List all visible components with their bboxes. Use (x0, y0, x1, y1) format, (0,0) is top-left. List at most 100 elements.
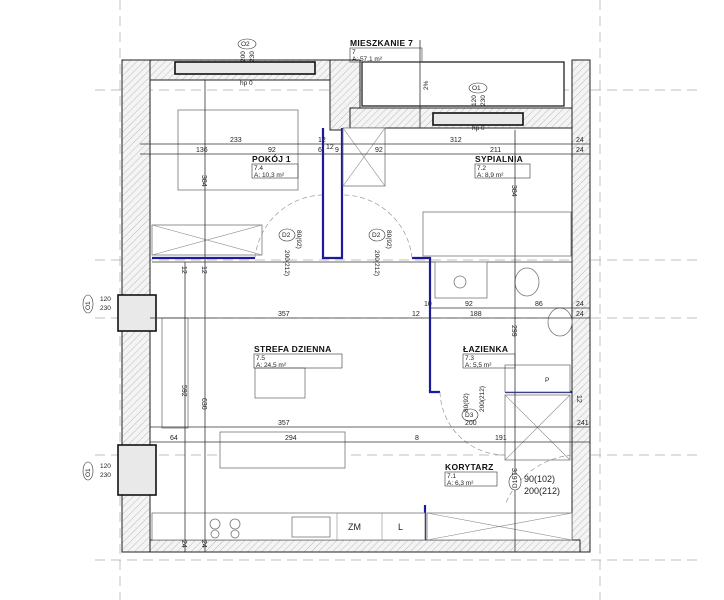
dim: 357 (278, 311, 290, 318)
dim: 8 (415, 435, 419, 442)
dim: 319 (510, 468, 517, 480)
dim: 357 (278, 420, 290, 427)
room-label-strefa-dzienna: STREFA DZIENNA 7.5 A: 24,5 m² (253, 344, 343, 369)
door-swings (254, 194, 573, 506)
dim: 12 (180, 266, 187, 274)
door-tag-d3: D3 80(92) 200(212) (461, 386, 486, 422)
door-height: 200(212) (373, 250, 380, 276)
dim: 64 (170, 435, 178, 442)
door-tag: D2 (372, 232, 381, 239)
door-tag: D3 (465, 412, 474, 419)
dim: 630 (200, 398, 207, 410)
cabinet-p (504, 364, 571, 393)
dim: 12 (575, 395, 582, 403)
dim: 200 (465, 420, 477, 427)
room-area: A: 24,5 m² (256, 362, 287, 369)
room-area: A: 5,5 m² (465, 362, 492, 369)
dim: 592 (180, 385, 187, 397)
window-sill: hp 0 (240, 80, 253, 87)
dim: 9 (335, 147, 339, 154)
dim: 24 (576, 137, 584, 144)
room-name: KORYTARZ (445, 462, 494, 472)
dim: 24 (576, 311, 584, 318)
dim: 191 (495, 435, 507, 442)
door-tag-d2-pokoj: D2 200(212) 80(92) (278, 228, 302, 276)
kitchen-counter (151, 512, 426, 541)
dim: 12 (318, 137, 326, 144)
door-tag: D2 (282, 232, 291, 239)
room-label-pokoj: POKÓJ 1 7.4 A: 10,3 m² (251, 153, 299, 179)
dim: 12 (326, 144, 334, 151)
door-height: 200(212) (479, 386, 486, 412)
room-number: 7.4 (254, 165, 263, 172)
dim: 188 (470, 311, 482, 318)
dim: 211 (490, 147, 501, 154)
cabinet-label: P (545, 377, 549, 384)
dim: 92 (268, 147, 276, 154)
fridge-label: ZM (348, 522, 361, 532)
dim: 24 (200, 540, 207, 548)
toilet (514, 267, 540, 297)
dim: 24 (576, 301, 584, 308)
window-tag-o2: O2 200 230 hp 0 (237, 38, 257, 87)
window-sill: hp 0 (472, 125, 485, 132)
window-tag-o1-top: O1 120 230 hp 0 (468, 82, 488, 132)
exterior-walls (117, 59, 591, 553)
apartment-label: MIESZKANIE 7 7 A: 57,1 m² 2% (349, 38, 430, 90)
door-height: 200(212) (283, 250, 290, 276)
window-o1-top (432, 112, 524, 126)
washer-label: L (398, 522, 403, 532)
dim: 12 (200, 266, 207, 274)
furniture (151, 109, 573, 541)
room-area: A: 6,3 m² (447, 480, 474, 487)
dim: 10 (424, 301, 432, 308)
sink (291, 516, 331, 538)
dim: 24 (576, 147, 584, 154)
room-name: STREFA DZIENNA (254, 344, 332, 354)
dim: 6 (318, 147, 322, 154)
door-width: 90(102) (524, 474, 555, 484)
room-number: 7.3 (465, 355, 474, 362)
door-tag: D1 (512, 479, 519, 488)
window-tag: O1 (472, 85, 481, 92)
dimension-lines (140, 40, 590, 552)
door-width: 80(92) (385, 230, 392, 249)
window-tag-o1-left-lower: O1 120 230 (82, 461, 111, 481)
dimension-texts: 233 12 312 24 136 92 6 12 9 92 211 24 35… (170, 137, 589, 548)
room-number: 7.5 (256, 355, 265, 362)
room-name: ŁAZIENKA (463, 344, 508, 354)
dim: 24 (180, 540, 187, 548)
dim: 92 (465, 301, 473, 308)
window-height: 230 (249, 51, 256, 62)
window-width: 120 (100, 296, 111, 303)
bed-pokoj (177, 109, 299, 191)
bed-sypialnia (422, 211, 572, 257)
apartment-title: MIESZKANIE 7 (350, 38, 413, 48)
room-label-sypialnia: SYPIALNIA 7.2 A: 8,9 m² (474, 154, 531, 179)
dim: 312 (450, 137, 462, 144)
door-tag-d2-sypialnia: D2 200(212) 80(92) (368, 228, 392, 276)
balcony-recess (361, 61, 565, 107)
slope-label: 2% (423, 80, 430, 90)
window-height: 230 (100, 472, 111, 479)
sofa (161, 317, 189, 429)
dining-table (219, 431, 346, 469)
room-label-korytarz: KORYTARZ 7.1 A: 6,3 m² (444, 462, 498, 487)
window-tag: O1 (85, 468, 92, 477)
room-area: A: 8,9 m² (477, 172, 504, 179)
door-tag-d1: D1 90(102) 200(212) (508, 473, 560, 496)
door-width: 80(92) (295, 230, 302, 249)
dim: 384 (200, 175, 207, 187)
window-o1-left-upper (117, 294, 157, 332)
apartment-number: 7 (352, 49, 356, 56)
door-width: 80(92) (463, 393, 470, 412)
dim: 294 (285, 435, 297, 442)
dim: 86 (535, 301, 543, 308)
window-height: 230 (100, 305, 111, 312)
window-o1-left-lower (117, 444, 157, 496)
washbasin (547, 307, 573, 337)
window-width: 120 (100, 463, 111, 470)
door-height: 200(212) (524, 486, 560, 496)
dim: 384 (510, 185, 517, 197)
